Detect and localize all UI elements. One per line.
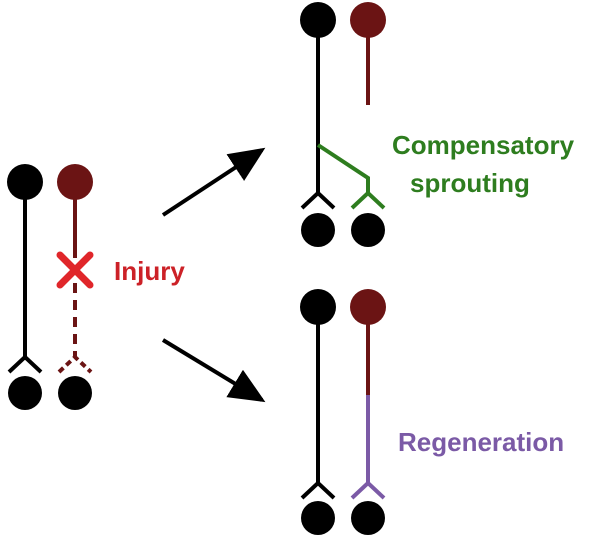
axon-terminal [300,190,336,210]
intact-neuron [300,2,336,247]
injury-x-icon [56,251,94,289]
injury-label: Injury [114,256,185,286]
target-cell [58,376,92,410]
target-cell [301,213,335,247]
regeneration-label: Regeneration [398,427,564,457]
target-cell [8,376,42,410]
degenerating-terminal [57,354,93,374]
sprouting-panel: Compensatory sprouting [300,2,575,247]
regrown-terminal [350,480,386,500]
arrow-to-sprouting [161,147,266,217]
target-cell [351,501,385,535]
axon-terminal [7,354,43,374]
injury-panel: Injury [7,164,185,410]
regeneration-panel: Regeneration [300,289,564,535]
target-cell [301,501,335,535]
arrow-to-regeneration [161,338,266,403]
compensatory-label-line2: sprouting [410,168,530,198]
injured-neuron-retracted [350,2,386,247]
axon-terminal [300,480,336,500]
injured-neuron [57,164,93,410]
compensatory-label-line1: Compensatory [392,130,575,160]
compensatory-sprout [316,143,386,210]
intact-neuron [7,164,43,410]
target-cell [351,213,385,247]
regenerated-neuron [350,289,386,535]
intact-neuron [300,289,336,535]
